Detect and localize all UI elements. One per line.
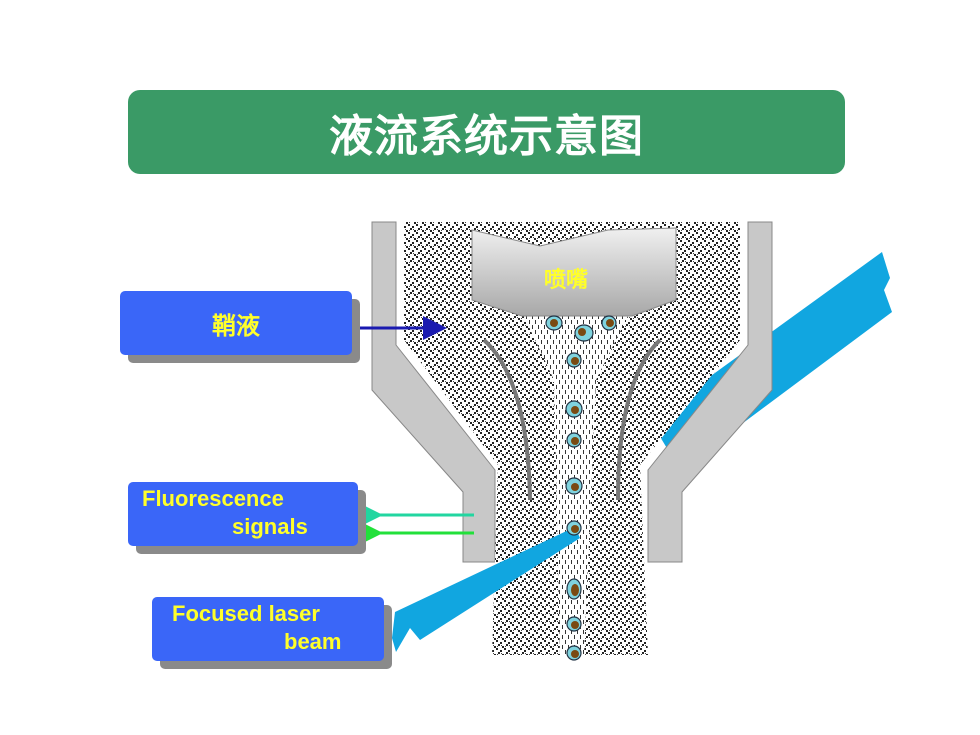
guide-curve-right — [616, 338, 662, 501]
title-banner: 液流系统示意图 — [128, 90, 845, 174]
laser-beam-lower — [392, 527, 580, 652]
cell — [566, 645, 582, 661]
fluorescence-text-line1: Fluorescence — [142, 486, 284, 511]
cells — [545, 315, 617, 661]
nozzle — [471, 227, 677, 317]
sheath-fluid-label: 鞘液 — [120, 291, 352, 355]
cell — [565, 477, 583, 495]
cell — [566, 616, 582, 632]
laser-text-line2: beam — [284, 629, 342, 654]
funnel-wall-right — [647, 221, 773, 563]
laser-text-line1: Focused laser — [172, 601, 320, 626]
fluorescence-signals-label: Fluorescence signals — [128, 482, 358, 546]
cell — [545, 315, 563, 331]
guide-curve-left — [482, 338, 532, 501]
sheath-fluid-text: 鞘液 — [212, 311, 260, 340]
cell — [566, 520, 582, 536]
cell — [574, 324, 594, 342]
focused-laser-beam-label: Focused laser beam — [152, 597, 384, 661]
cell — [566, 432, 582, 448]
nozzle-label: 喷嘴 — [544, 268, 589, 293]
cell — [566, 352, 582, 368]
page-title: 液流系统示意图 — [329, 111, 644, 162]
cell — [565, 400, 583, 418]
fluorescence-text-line2: signals — [232, 514, 308, 539]
cell — [566, 578, 582, 600]
cell — [601, 315, 617, 331]
